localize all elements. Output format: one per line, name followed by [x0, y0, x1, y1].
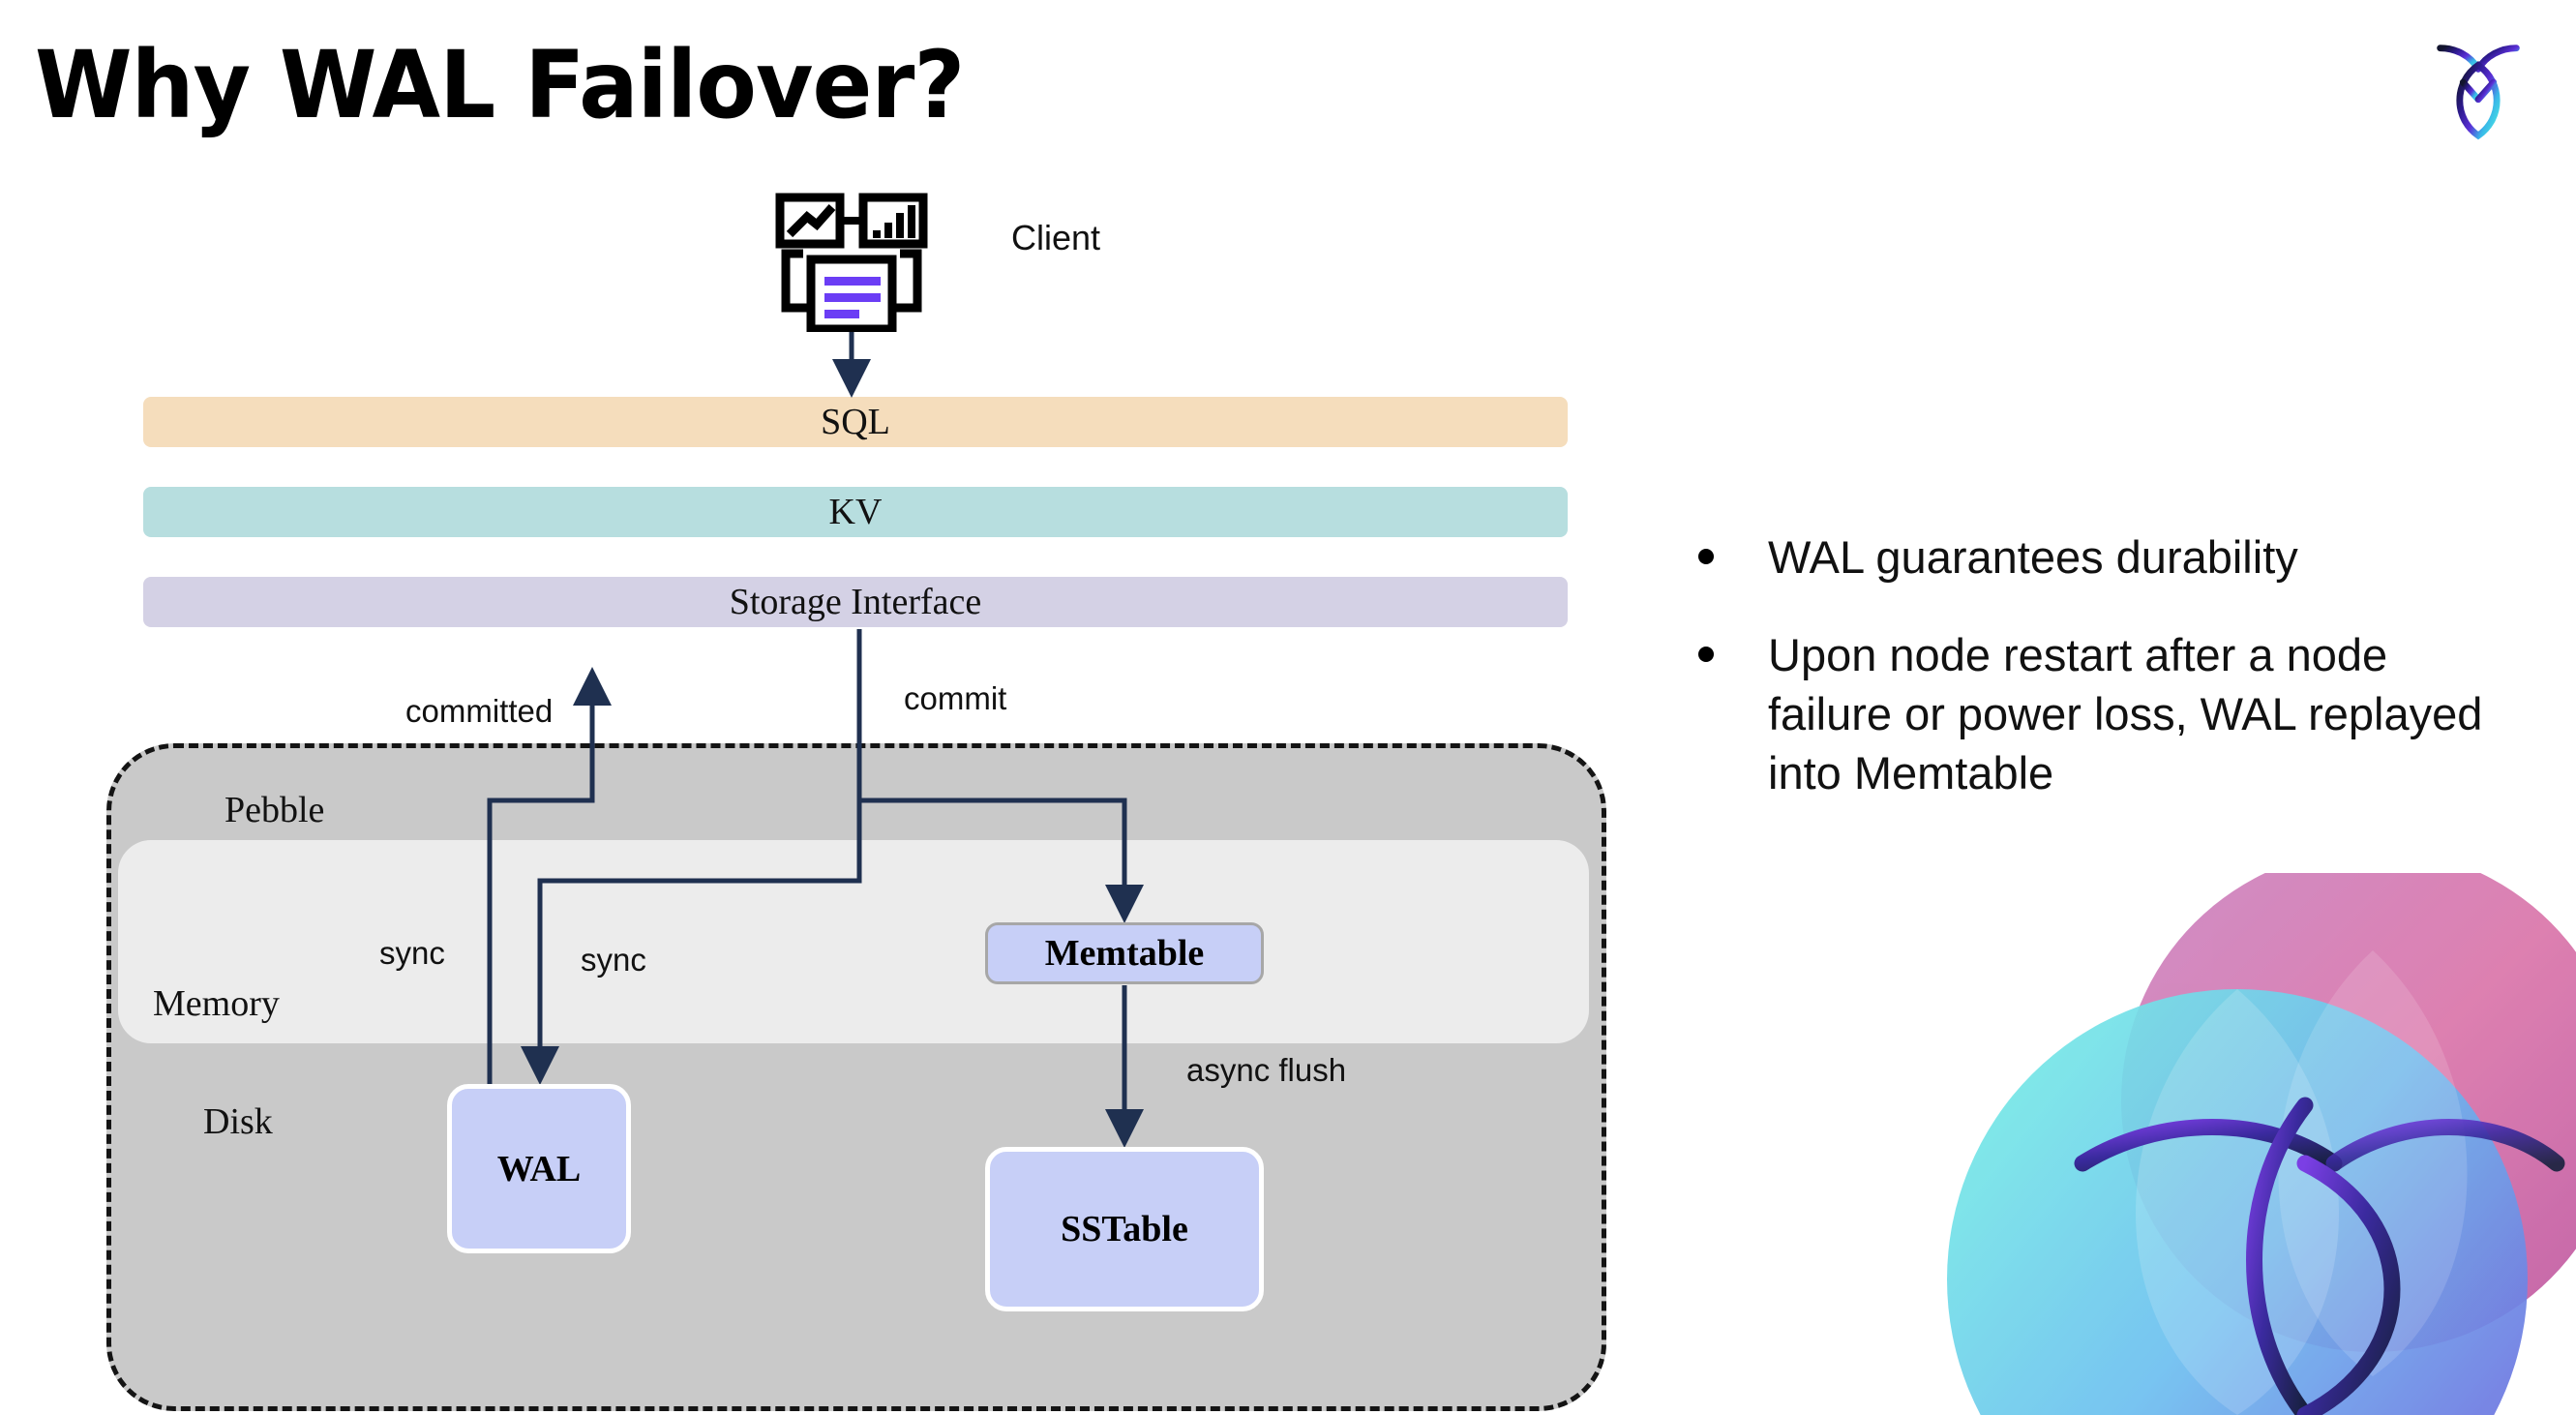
bullet-text: WAL guarantees durability	[1768, 531, 2298, 583]
layer-bar-sql: SQL	[143, 397, 1568, 447]
component-box-memtable[interactable]: Memtable	[985, 922, 1264, 984]
layer-label-sql: SQL	[821, 402, 890, 442]
disk-label: Disk	[203, 1101, 273, 1142]
edge-label-sync-right: sync	[581, 942, 646, 978]
bullet-dot-icon	[1698, 647, 1714, 663]
bullet-text: Upon node restart after a node failure o…	[1768, 629, 2483, 799]
cockroach-logo-icon	[2437, 45, 2520, 140]
layer-bar-storage-interface: Storage Interface	[143, 577, 1568, 627]
layer-label-storage-interface: Storage Interface	[729, 582, 982, 622]
bullet-dot-icon	[1698, 549, 1714, 564]
edge-label-committed: committed	[405, 693, 554, 729]
client-label: Client	[1011, 218, 1101, 257]
pebble-label: Pebble	[225, 790, 325, 830]
memory-region	[118, 840, 1589, 1043]
component-box-wal[interactable]: WAL	[447, 1084, 631, 1253]
list-item: WAL guarantees durability	[1698, 527, 2501, 587]
client-dashboard-icon	[775, 193, 928, 332]
edge-label-async-flush: async flush	[1186, 1052, 1347, 1088]
edge-label-commit: commit	[904, 680, 1007, 716]
component-box-sstable[interactable]: SSTable	[985, 1147, 1264, 1311]
component-label-memtable: Memtable	[1044, 933, 1205, 974]
memory-label: Memory	[153, 983, 280, 1024]
bullet-list: WAL guarantees durability Upon node rest…	[1698, 527, 2501, 841]
layer-label-kv: KV	[828, 492, 883, 532]
page-title: Why WAL Failover?	[35, 31, 965, 139]
list-item: Upon node restart after a node failure o…	[1698, 625, 2501, 802]
component-label-wal: WAL	[496, 1148, 582, 1189]
layer-bar-kv: KV	[143, 487, 1568, 537]
edge-label-sync-left: sync	[379, 935, 445, 971]
decorative-circles-graphic	[1947, 873, 2576, 1415]
component-label-sstable: SSTable	[1061, 1209, 1188, 1249]
